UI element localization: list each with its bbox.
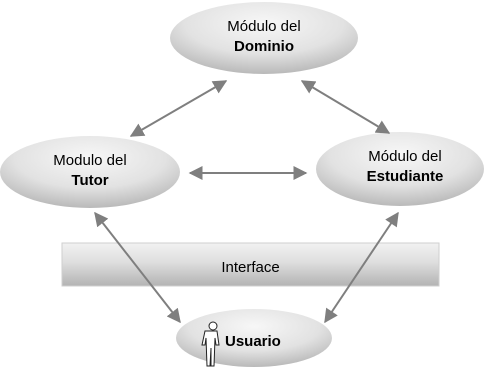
node-tutor: [0, 136, 180, 208]
node-dominio-line2: Dominio: [234, 38, 294, 55]
node-dominio-line1: Módulo del: [227, 18, 301, 35]
node-estudiante-label: Módulo del Estudiante: [340, 147, 470, 187]
node-dominio-label: Módulo del Dominio: [204, 17, 324, 57]
interface-label: Interface: [221, 259, 280, 276]
node-tutor-label: Modulo del Tutor: [30, 151, 150, 191]
node-usuario-label: Usuario: [225, 333, 281, 350]
node-dominio: [170, 2, 358, 74]
node-estudiante-line1: Módulo del: [368, 148, 442, 165]
edge-tutor-usuario: [94, 211, 181, 324]
edge-dominio-tutor: [129, 80, 228, 137]
node-tutor-line1: Modulo del: [53, 152, 127, 169]
node-estudiante: [316, 132, 484, 206]
person-icon: [201, 321, 220, 367]
node-tutor-line2: Tutor: [71, 172, 109, 189]
edge-estudiante-usuario: [324, 211, 399, 324]
edge-dominio-estudiante: [300, 80, 391, 134]
node-estudiante-line2: Estudiante: [366, 168, 444, 185]
